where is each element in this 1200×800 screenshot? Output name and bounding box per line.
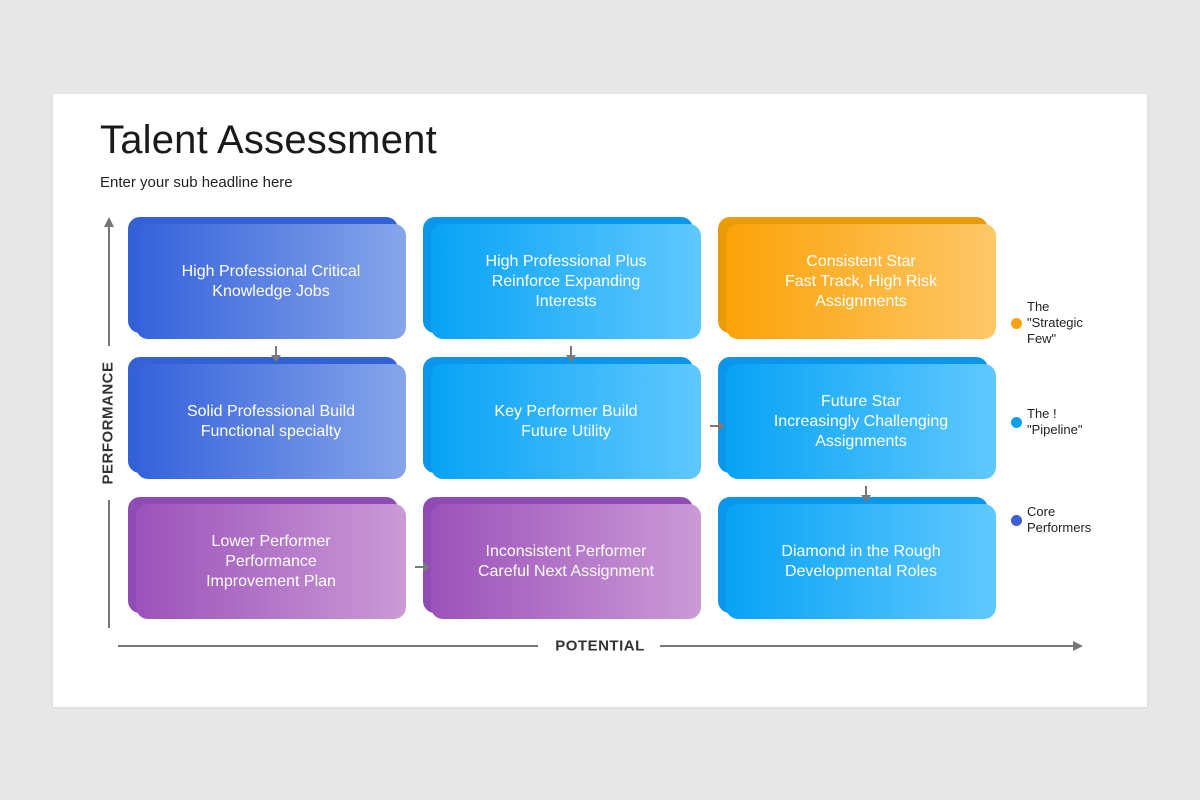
slide-title: Talent Assessment — [100, 118, 437, 162]
legend-item-strategic-few: The "Strategic Few" — [1011, 299, 1083, 347]
cell-high-professional-critical: High Professional Critical Knowledge Job… — [128, 217, 406, 339]
legend-item-core-performers: Core Performers — [1011, 504, 1091, 536]
cell-inconsistent-performer: Inconsistent Performer Careful Next Assi… — [423, 497, 701, 619]
cell-text: Diamond in the Rough Developmental Roles — [781, 542, 941, 580]
legend-item-pipeline: The ! "Pipeline" — [1011, 406, 1083, 438]
cell-consistent-star: Consistent Star Fast Track, High Risk As… — [718, 217, 996, 339]
legend-dot-icon — [1011, 514, 1022, 526]
y-axis-arrow-icon — [104, 217, 114, 227]
cell-text: Inconsistent Performer Careful Next Assi… — [477, 542, 655, 580]
legend-label: The "Strategic Few" — [1027, 299, 1083, 346]
legend-label: Core Performers — [1027, 504, 1092, 535]
cell-text: Lower Performer Performance Improvement … — [206, 532, 336, 590]
x-axis-label: POTENTIAL — [555, 637, 645, 655]
cell-diamond-in-the-rough: Diamond in the Rough Developmental Roles — [718, 497, 996, 619]
cell-text: High Professional Plus Reinforce Expandi… — [485, 252, 647, 310]
connector-arrow-icon — [861, 486, 871, 502]
legend-label: The ! "Pipeline" — [1027, 406, 1083, 437]
y-axis-line-bottom — [108, 500, 110, 628]
cell-text: Future Star Increasingly Challenging Ass… — [773, 392, 949, 450]
cell-key-performer: Key Performer Build Future Utility — [423, 357, 701, 479]
cell-text: Key Performer Build Future Utility — [494, 402, 638, 440]
cell-high-professional-plus: High Professional Plus Reinforce Expandi… — [423, 217, 701, 339]
cell-text: Solid Professional Build Functional spec… — [186, 402, 356, 440]
x-axis-line-right — [660, 645, 1074, 647]
cell-lower-performer: Lower Performer Performance Improvement … — [128, 497, 406, 619]
x-axis-line-left — [118, 645, 538, 647]
connector-arrow-icon — [415, 562, 430, 572]
cell-solid-professional: Solid Professional Build Functional spec… — [128, 357, 406, 479]
y-axis-line-top — [108, 224, 110, 346]
legend-dot-icon — [1011, 416, 1022, 428]
connector-arrow-icon — [710, 421, 725, 431]
y-axis-label: PERFORMANCE — [99, 361, 117, 485]
x-axis-arrow-icon — [1073, 641, 1083, 651]
legend-dot-icon — [1011, 317, 1022, 329]
connector-arrow-icon — [271, 346, 281, 362]
connector-arrow-icon — [566, 346, 576, 362]
cell-future-star: Future Star Increasingly Challenging Ass… — [718, 357, 996, 479]
cell-text: High Professional Critical Knowledge Job… — [181, 262, 361, 300]
slide-subtitle: Enter your sub headline here — [100, 174, 293, 191]
cell-text: Consistent Star Fast Track, High Risk As… — [784, 252, 938, 310]
